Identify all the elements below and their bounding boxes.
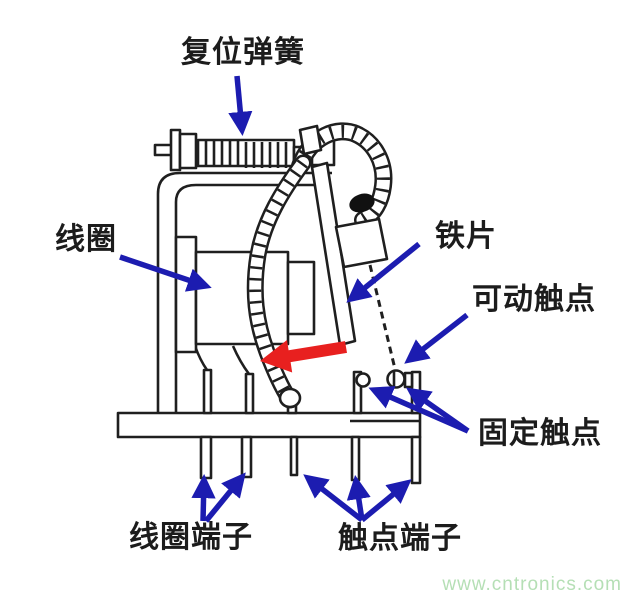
coil-post [202, 368, 213, 415]
arrow-contact-terminal-3 [360, 479, 412, 523]
label-coil-terminals: 线圈端子 [129, 521, 253, 554]
fixed-contact-dot [355, 372, 371, 388]
bolt-washer [169, 128, 182, 172]
arrow-coil-terminal-2 [203, 472, 246, 523]
label-reset-spring: 复位弹簧 [181, 35, 305, 69]
coil-post [244, 372, 255, 415]
terminal-pin [240, 435, 253, 479]
coil-pole-piece [286, 260, 316, 336]
arrow-contact-terminal-2 [346, 475, 371, 521]
coil-lead-wire [231, 345, 251, 375]
arrow-coil-terminal-1 [191, 473, 216, 522]
armature-bar [310, 161, 357, 347]
bolt-shaft [153, 143, 174, 157]
yoke-frame-outer [156, 171, 332, 413]
braided-wire-arc [291, 122, 393, 229]
arrow-fixed-contact-right [406, 387, 470, 434]
pull-direction-red-arrow [260, 340, 347, 373]
arrow-reset-spring [228, 75, 253, 137]
pivot-blob [349, 193, 375, 213]
armature-plate [334, 217, 389, 269]
label-fixed-contact: 固定触点 [478, 416, 602, 450]
braid-end-lug [278, 387, 302, 409]
base-plate [116, 411, 422, 439]
braided-wire-down [246, 154, 312, 409]
coil-body [194, 250, 290, 346]
arrow-coil [119, 254, 212, 292]
movable-contact-dot [386, 369, 406, 389]
terminal-pin [289, 435, 299, 477]
yoke-frame-inner [174, 183, 316, 413]
armature-top-tab [298, 124, 323, 156]
terminal-pin [199, 435, 213, 480]
spring-coil-turns [204, 140, 288, 168]
arrow-movable-contact [404, 312, 469, 364]
labels: 复位弹簧 线圈 铁片 可动触点 固定触点 线圈端子 触点端子 www.cntro… [55, 35, 622, 595]
coil-flange [174, 235, 198, 354]
arrow-iron-piece [346, 241, 421, 303]
fixed-contact-nub [403, 371, 414, 389]
terminal-pin [350, 435, 361, 482]
label-iron-piece: 铁片 [435, 220, 497, 253]
watermark-text: www.cntronics.com [441, 574, 622, 595]
fixed-contact-post [352, 370, 363, 415]
terminal-pin [410, 435, 422, 485]
label-movable-contact: 可动触点 [472, 283, 596, 316]
arrow-contact-terminal-1 [303, 474, 364, 523]
label-coil: 线圈 [55, 223, 117, 256]
annotation-arrows [119, 75, 470, 523]
relay-drawing [116, 122, 422, 485]
bolt-head [178, 132, 198, 170]
label-contact-terminals: 触点端子 [338, 522, 462, 555]
